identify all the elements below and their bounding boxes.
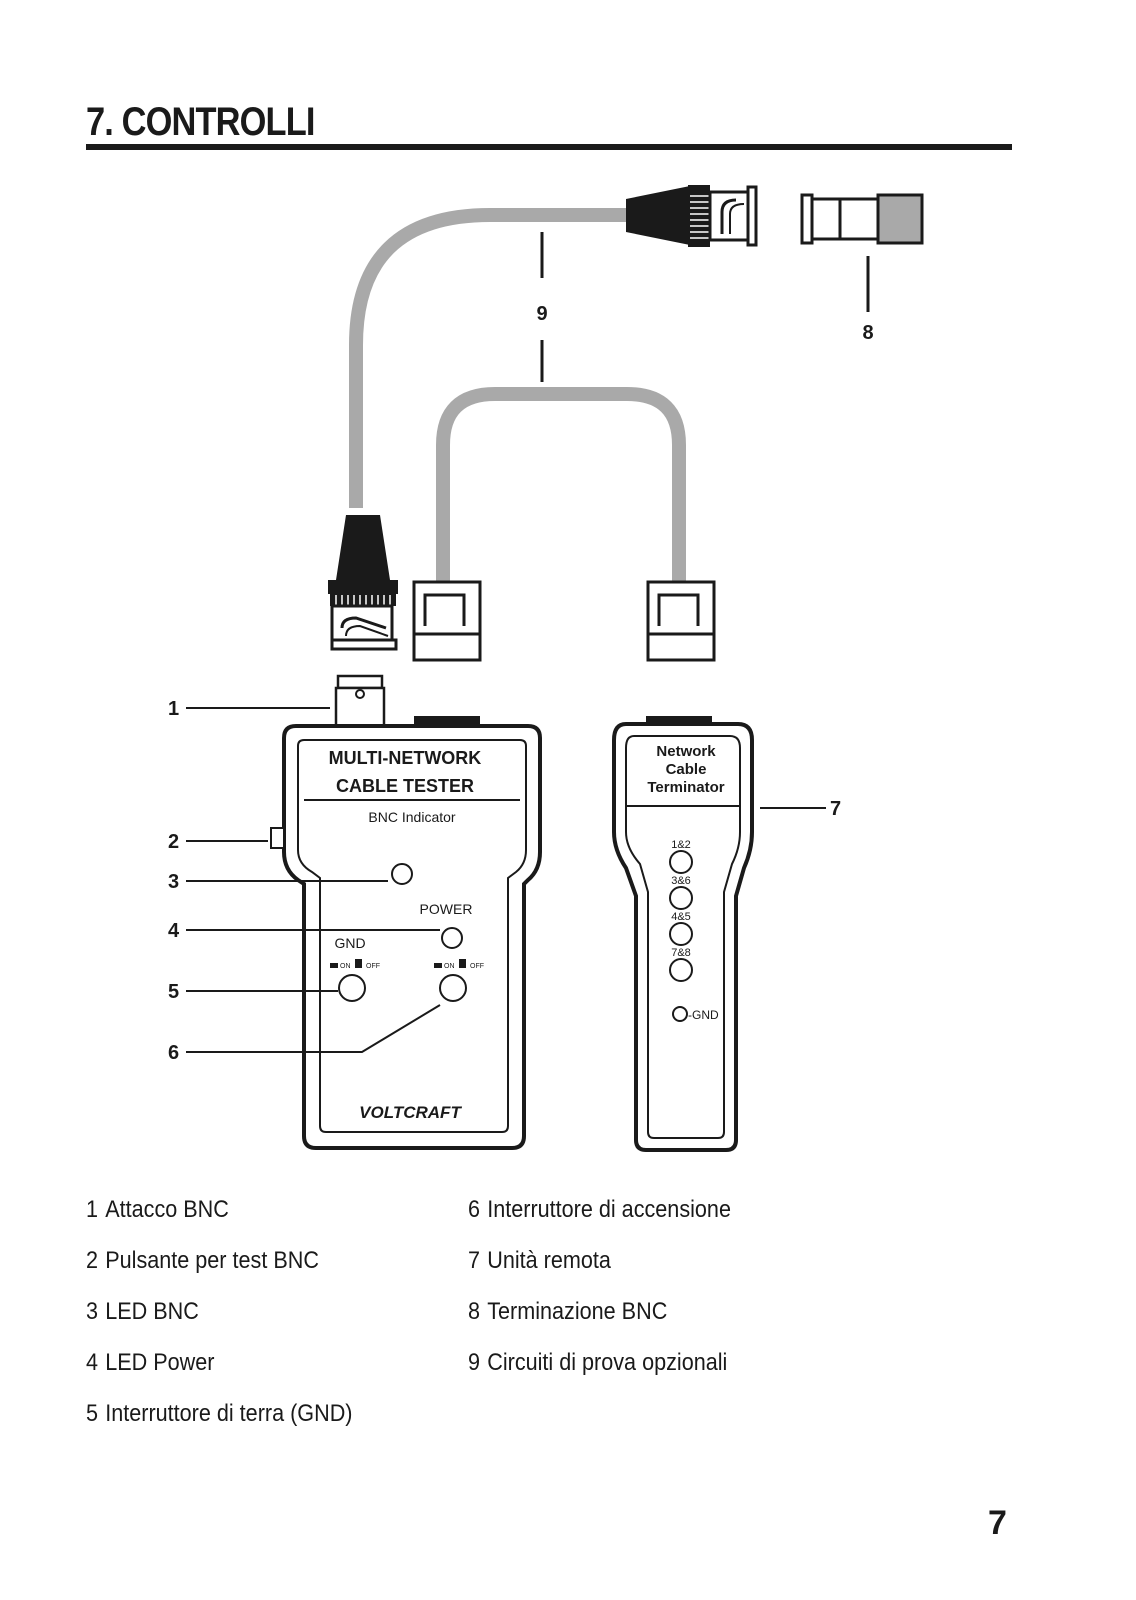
- remote-title-line2: Cable: [666, 761, 707, 778]
- legend-text: Unità remota: [487, 1247, 611, 1274]
- led-7-8: [669, 958, 693, 982]
- legend-text: LED BNC: [105, 1298, 199, 1325]
- power-switch-off-label: OFF: [470, 963, 484, 970]
- bnc-plug-top: [626, 185, 758, 247]
- gnd-led: [672, 1006, 688, 1022]
- legend-text: Interruttore di terra (GND): [105, 1400, 353, 1427]
- power-switch-on-label: ON: [444, 963, 455, 970]
- legend-text: Pulsante per test BNC: [105, 1247, 319, 1274]
- bnc-indicator-label: BNC Indicator: [368, 809, 455, 825]
- callout-7: 7: [830, 798, 841, 820]
- callout-2: 2: [168, 831, 179, 853]
- remote-title-line3: Terminator: [647, 779, 724, 796]
- gnd-switch: [338, 974, 366, 1002]
- legend-number: 1: [86, 1196, 99, 1223]
- led-label-1-2: 1&2: [671, 839, 691, 851]
- gnd-led-label: -GND: [688, 1008, 719, 1022]
- legend-number: 4: [86, 1349, 99, 1376]
- power-switch: [439, 974, 467, 1002]
- callout-9: 9: [536, 303, 547, 325]
- remote-title-line1: Network: [656, 743, 716, 760]
- callout-8: 8: [862, 322, 873, 344]
- bnc-led: [391, 863, 413, 885]
- legend-number: 3: [86, 1298, 99, 1325]
- led-4-5: [669, 922, 693, 946]
- callout-4: 4: [168, 920, 180, 942]
- rj45-plug-right: [646, 580, 716, 662]
- outer-cable: [349, 208, 626, 508]
- legend-text: Attacco BNC: [105, 1196, 229, 1223]
- led-1-2: [669, 850, 693, 874]
- bnc-terminator: [800, 193, 924, 312]
- led-label-7-8: 7&8: [671, 947, 691, 959]
- legend-number: 9: [468, 1349, 481, 1376]
- legend-number: 6: [468, 1196, 481, 1223]
- legend-text: Circuiti di prova opzionali: [487, 1349, 728, 1376]
- callout-6: 6: [168, 1042, 179, 1064]
- callout-5: 5: [168, 981, 179, 1003]
- led-label-3-6: 3&6: [671, 875, 691, 887]
- title-rule: [86, 144, 1012, 150]
- legend-number: 2: [86, 1247, 99, 1274]
- remote-unit: Network Cable Terminator 1&2 3&6 4&5 7&8…: [612, 716, 754, 1152]
- gnd-label: GND: [334, 935, 365, 951]
- page-number: 7: [988, 1504, 1007, 1542]
- gnd-switch-off-label: OFF: [366, 963, 380, 970]
- power-label: POWER: [420, 901, 473, 917]
- led-3-6: [669, 886, 693, 910]
- legend-number: 7: [468, 1247, 481, 1274]
- tester-title-line2: CABLE TESTER: [336, 776, 474, 796]
- brand-logo: VOLTCRAFT: [359, 1103, 462, 1122]
- main-tester-unit: MULTI-NETWORK CABLE TESTER BNC Indicator…: [270, 674, 542, 1150]
- power-led: [441, 927, 463, 949]
- legend-text: Interruttore di accensione: [487, 1196, 731, 1223]
- controls-diagram: 9 8: [168, 185, 924, 1152]
- bnc-plug-bottom: [328, 515, 398, 651]
- legend-number: 8: [468, 1298, 481, 1325]
- section-title: 7. CONTROLLI: [86, 100, 315, 144]
- callout-3: 3: [168, 871, 179, 893]
- gnd-switch-on-label: ON: [340, 963, 351, 970]
- led-label-4-5: 4&5: [671, 911, 691, 923]
- legend-number: 5: [86, 1400, 99, 1427]
- rj45-plug-left: [412, 580, 482, 662]
- inner-cable: [436, 387, 686, 582]
- legend-text: Terminazione BNC: [487, 1298, 668, 1325]
- tester-title-line1: MULTI-NETWORK: [329, 748, 482, 768]
- callout-1: 1: [168, 698, 179, 720]
- legend-text: LED Power: [105, 1349, 215, 1376]
